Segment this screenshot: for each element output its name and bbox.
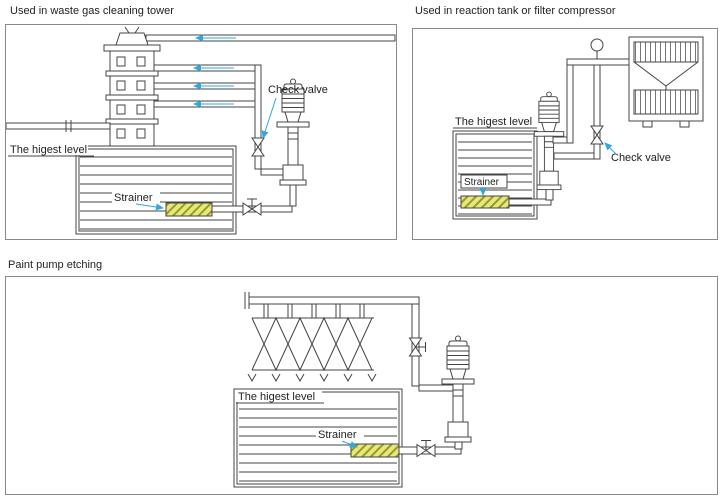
paint-diagram: The higest level Strainer bbox=[233, 292, 475, 488]
highest-level-label: The higest level bbox=[10, 144, 87, 156]
labels: The higest level Strainer bbox=[236, 390, 364, 448]
flow-arrows bbox=[193, 34, 236, 108]
spray-nozzles bbox=[247, 316, 377, 383]
cleaning-tower bbox=[103, 26, 161, 147]
waste-gas-diagram: The higest level Strainer Check valve bbox=[6, 26, 396, 235]
check-valve-label: Check valve bbox=[268, 84, 328, 96]
tank bbox=[75, 145, 237, 235]
spray-arrows bbox=[247, 373, 377, 383]
panel-waste-gas: The higest level Strainer Check valve bbox=[5, 24, 397, 240]
panel-title-waste-gas: Used in waste gas cleaning tower bbox=[10, 5, 174, 17]
spray-header bbox=[244, 292, 420, 319]
panel-reaction: The higest level Strainer Check valve bbox=[412, 28, 718, 240]
strainer bbox=[460, 195, 510, 209]
top-gas-pipe bbox=[145, 34, 396, 42]
panel-title-reaction: Used in reaction tank or filter compress… bbox=[415, 5, 616, 17]
inlet-pipe bbox=[6, 120, 111, 132]
pressure-ball bbox=[590, 38, 604, 52]
highest-level-label: The higest level bbox=[238, 391, 315, 403]
check-valve bbox=[251, 137, 265, 157]
reaction-diagram: The higest level Strainer Check valve bbox=[452, 36, 704, 220]
strainer-label: Strainer bbox=[464, 177, 500, 188]
labels: The higest level Strainer Check valve bbox=[8, 84, 328, 211]
check-valve bbox=[590, 125, 604, 145]
strainer bbox=[350, 443, 400, 458]
filter-compressor bbox=[628, 36, 704, 128]
strainer-label: Strainer bbox=[114, 192, 153, 204]
highest-level-label: The higest level bbox=[455, 116, 532, 128]
labels: The higest level Strainer Check valve bbox=[453, 115, 671, 196]
discharge-pipe bbox=[552, 38, 630, 160]
check-valve-label: Check valve bbox=[611, 152, 671, 164]
strainer bbox=[165, 202, 213, 217]
panel-title-paint: Paint pump etching bbox=[8, 259, 103, 271]
panel-paint: The higest level Strainer bbox=[5, 276, 718, 495]
suction-valve bbox=[242, 198, 262, 216]
strainer-label: Strainer bbox=[318, 429, 357, 441]
